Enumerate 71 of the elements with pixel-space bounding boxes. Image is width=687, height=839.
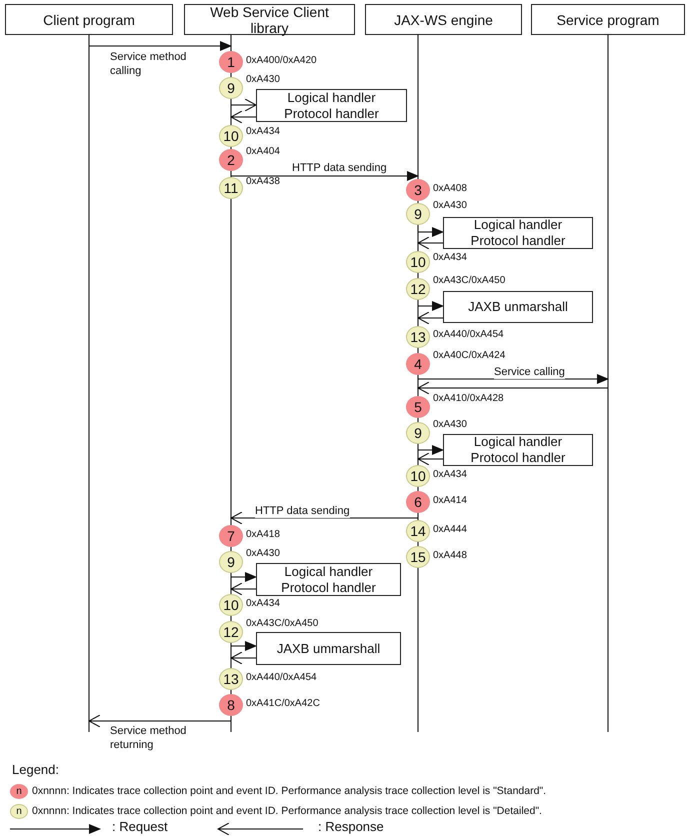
box-text: JAXB unmarshall — [467, 299, 569, 315]
arrow — [230, 98, 256, 112]
handler-box — [256, 632, 401, 665]
edge-label: Service calling — [494, 365, 565, 379]
lifeline-header: Service program — [531, 4, 685, 35]
arrow — [418, 312, 444, 324]
handler-box — [443, 434, 593, 466]
arrow — [230, 641, 257, 651]
event-id-label: 0xA430 — [433, 200, 467, 211]
legend-text: : Request — [112, 819, 168, 834]
box-text: Protocol handler — [470, 450, 566, 466]
arrow — [418, 301, 444, 311]
arrow — [418, 236, 444, 250]
arrow — [230, 171, 419, 181]
event-id-label: 0xA410/0xA428 — [433, 393, 504, 404]
edge-label: HTTP data sending — [255, 504, 350, 518]
arrow — [418, 374, 609, 384]
event-id-label: 0xA434 — [433, 252, 467, 263]
event-id-label: 0xA438 — [246, 176, 280, 187]
event-id-label: 0xA418 — [246, 529, 280, 540]
legend-text: 0xnnnn: Indicates trace collection point and event ID. Performance analysis trace collection level is "Detailed". — [32, 805, 542, 817]
handler-box — [443, 217, 593, 249]
legend-swatch: n — [10, 804, 28, 819]
lifeline-header: JAX-WS engine — [365, 4, 522, 35]
event-id-label: 0xA448 — [433, 550, 467, 561]
box-text: Logical handler — [283, 564, 374, 580]
event-id-label: 0xA440/0xA454 — [246, 672, 317, 683]
arrow — [418, 452, 444, 466]
event-id-label: 0xA434 — [246, 598, 280, 609]
event-id-label: 0xA43C/0xA450 — [433, 275, 506, 286]
event-id-label: 0xA430 — [433, 419, 467, 430]
event-id-label: 0xA434 — [433, 469, 467, 480]
event-id-label: 0xA430 — [246, 74, 280, 85]
event-id-label: 0xA40C/0xA424 — [433, 350, 506, 361]
event-id-label: 0xA408 — [433, 183, 467, 194]
lifeline-header: Client program — [5, 4, 173, 35]
arrow — [418, 227, 444, 237]
event-id-label: 0xA430 — [246, 548, 280, 559]
box-text: Protocol handler — [283, 106, 380, 122]
arrow — [88, 41, 232, 51]
event-id-label: 0xA414 — [433, 495, 467, 506]
box-text: Logical handler — [286, 90, 377, 106]
arrow — [230, 582, 256, 596]
box-text: JAXB ummarshall — [276, 640, 382, 656]
handler-box — [256, 89, 407, 122]
event-id-label: 0xA43C/0xA450 — [246, 618, 318, 629]
legend-text: : Response — [318, 819, 384, 834]
lifeline-header: Web Service Client library — [184, 4, 355, 35]
legend-swatch: n — [10, 784, 28, 799]
box-text: Logical handler — [472, 434, 564, 450]
box-text: Logical handler — [472, 217, 564, 233]
arrow — [418, 382, 608, 394]
legend-text: 0xnnnn: Indicates trace collection point and event ID. Performance analysis trace collection level is "Standard". — [32, 785, 546, 797]
arrow — [418, 445, 444, 455]
handler-box — [256, 563, 401, 596]
edge-label: HTTP data sending — [292, 161, 387, 175]
handler-box — [443, 291, 593, 323]
arrow — [88, 714, 232, 728]
event-id-label: 0xA444 — [433, 524, 467, 535]
event-id-label: 0xA440/0xA454 — [433, 329, 504, 340]
box-text: Protocol handler — [280, 580, 377, 596]
arrow — [230, 512, 418, 524]
legend-title: Legend: — [12, 762, 59, 777]
event-id-label: 0xA434 — [246, 126, 280, 137]
arrow — [230, 572, 257, 582]
event-id-label: 0xA400/0xA420 — [246, 55, 317, 66]
arrow — [230, 110, 256, 124]
box-text: Protocol handler — [470, 233, 566, 249]
event-id-label: 0xA404 — [246, 146, 280, 157]
event-id-label: 0xA41C/0xA42C — [246, 698, 320, 709]
arrow — [230, 652, 256, 664]
